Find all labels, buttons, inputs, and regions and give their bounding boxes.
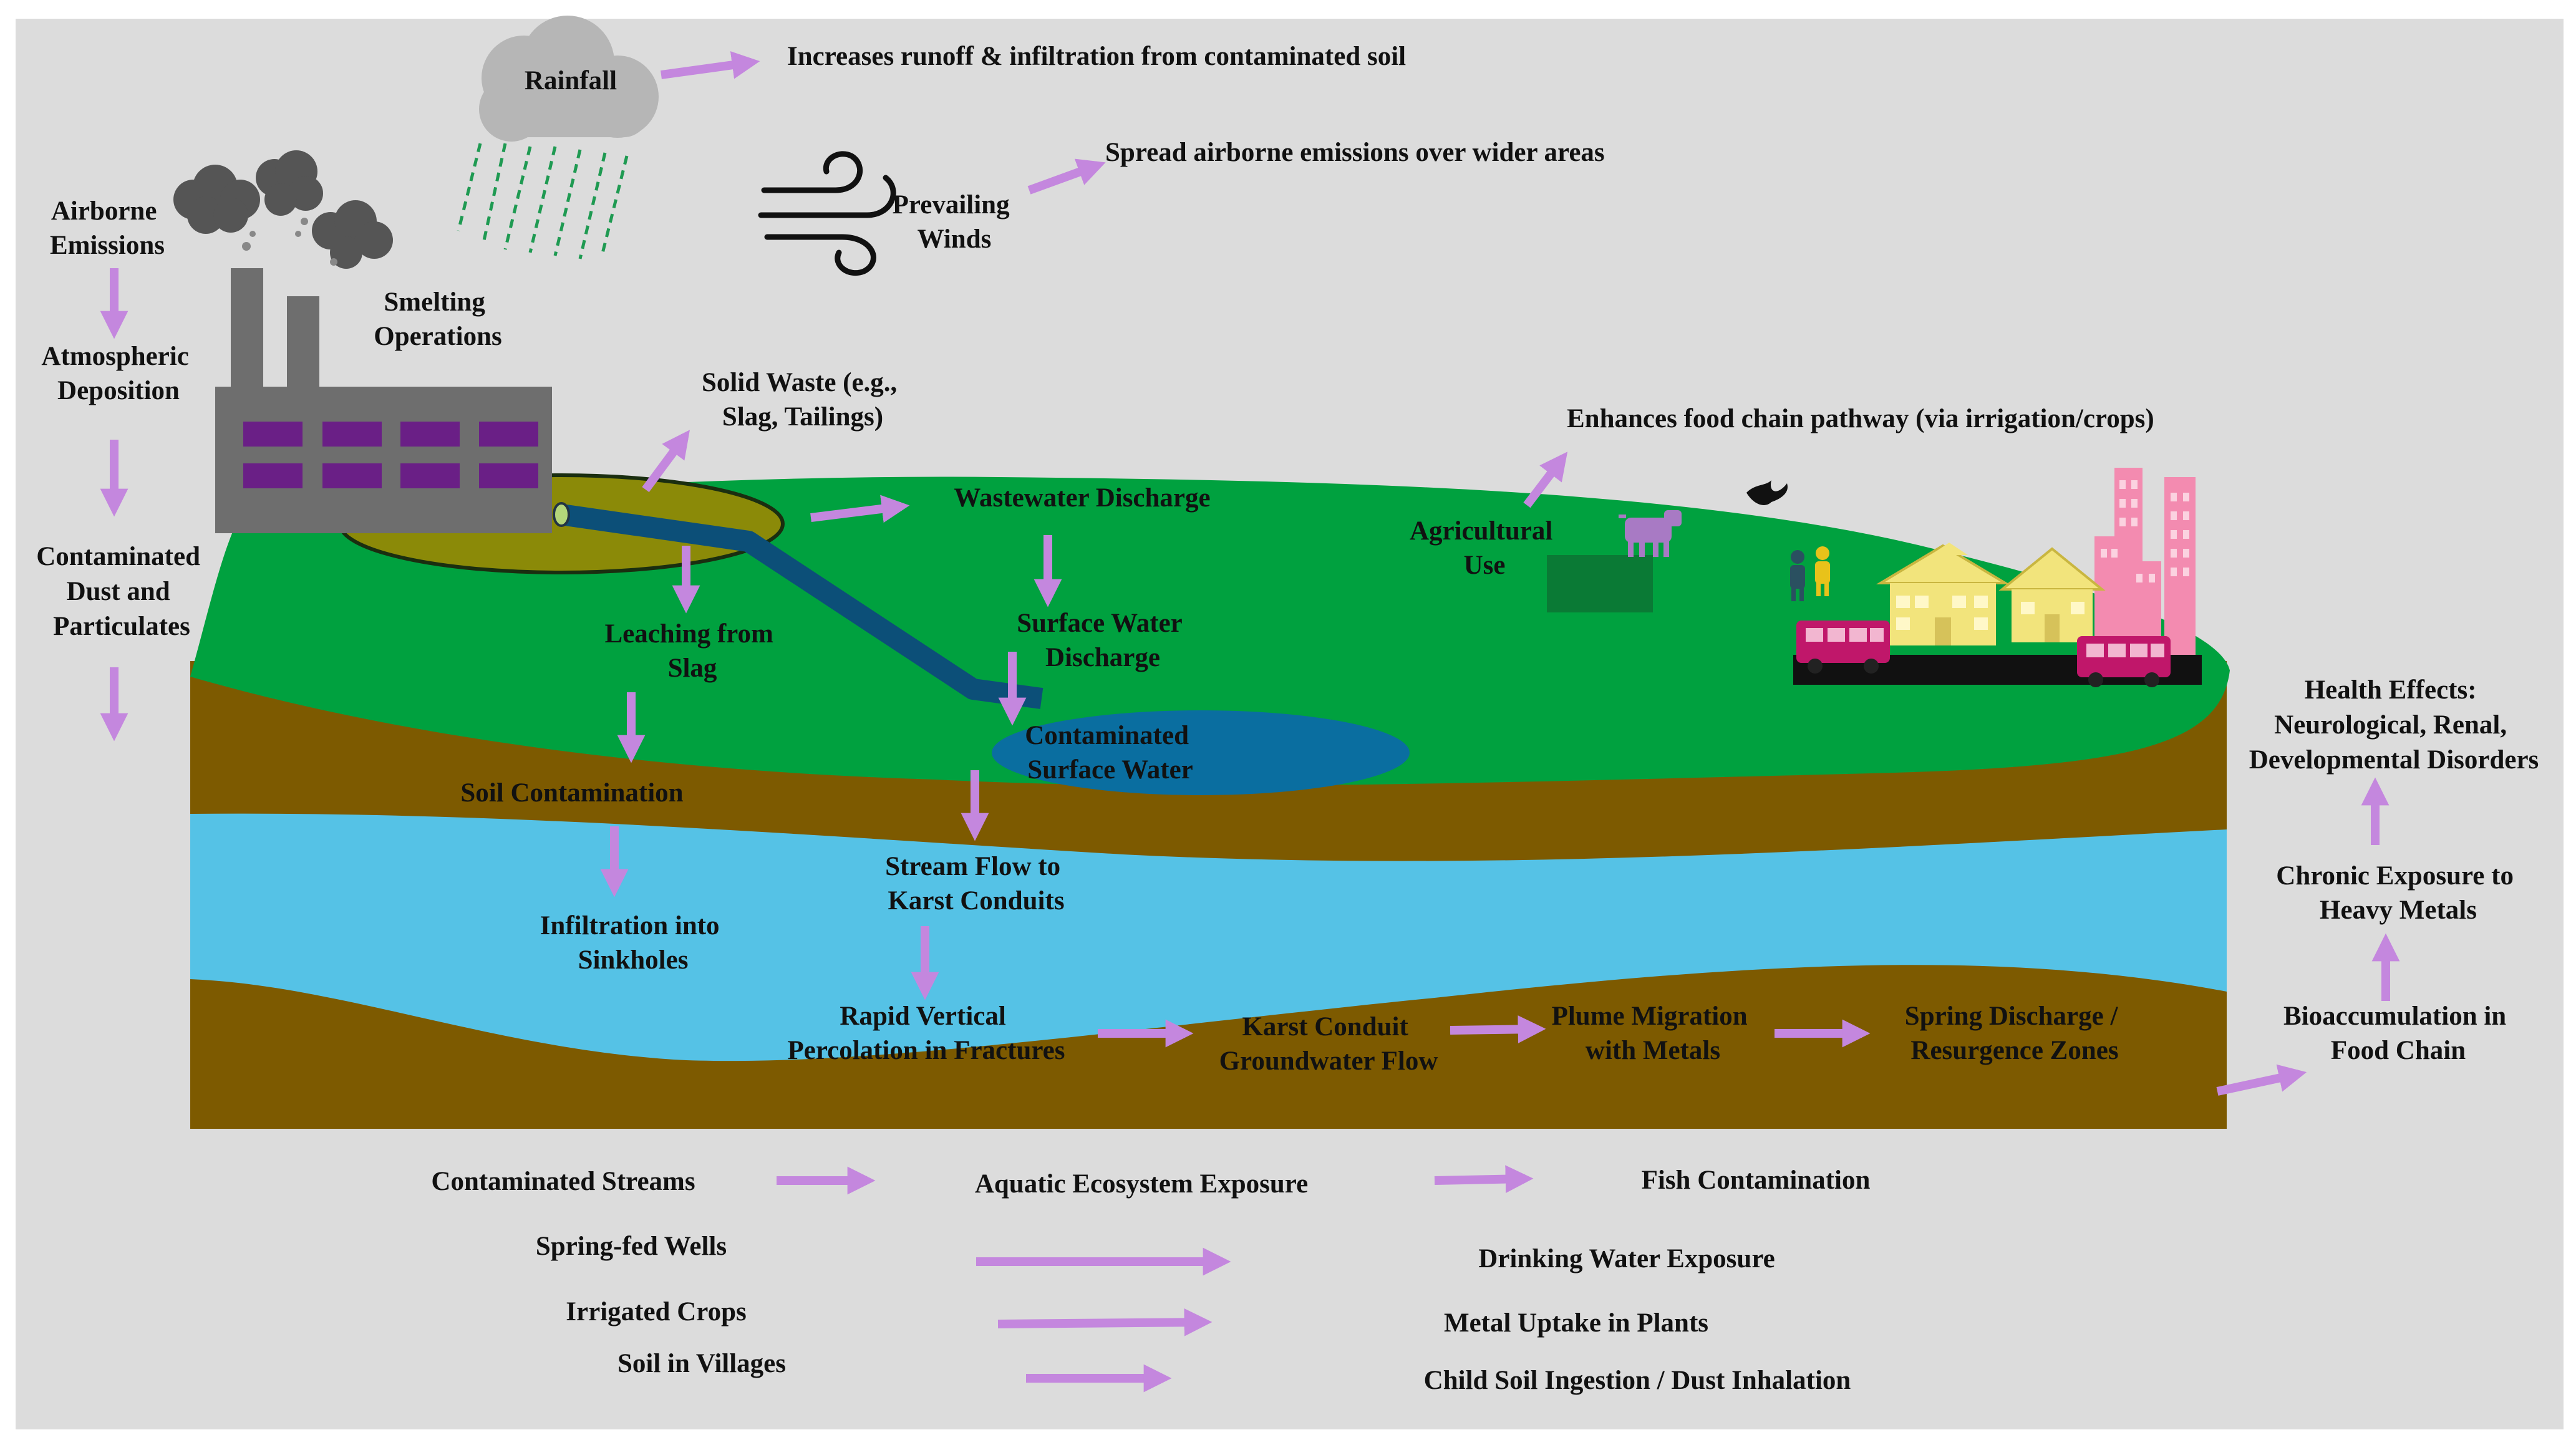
karst-conduit-label: Karst Conduit Groundwater Flow: [1219, 1012, 1438, 1076]
atmospheric-deposition-label: Atmospheric Deposition: [41, 342, 195, 405]
aquatic-ecosystem-label: Aquatic Ecosystem Exposure: [975, 1169, 1308, 1199]
prevailing-winds-label: Prevailing Winds: [893, 190, 1017, 254]
rain-icon: [457, 143, 629, 259]
contaminated-surface-water-label: Contaminated Surface Water: [1025, 721, 1196, 785]
cloud-icon: [479, 16, 659, 142]
pipe-icon: [559, 504, 1043, 709]
rapid-percolation-label: Rapid Vertical Percolation in Fractures: [787, 1002, 1065, 1065]
town-scene: [1793, 468, 2202, 687]
irrigated-crops-label: Irrigated Crops: [566, 1297, 746, 1327]
soil-contamination-label: Soil Contamination: [460, 778, 683, 808]
plume-migration-label: Plume Migration with Metals: [1552, 1002, 1755, 1065]
factory-icon: [215, 268, 552, 533]
smoke-puffs: [242, 218, 337, 266]
landscape-cross-section: [190, 473, 2230, 1129]
metal-uptake-label: Metal Uptake in Plants: [1444, 1308, 1708, 1338]
flow-arrows: [100, 51, 2400, 1393]
people-icon: [1790, 546, 1830, 601]
soil-in-villages-label: Soil in Villages: [617, 1349, 786, 1378]
food-chain-pathway-label: Enhances food chain pathway (via irrigat…: [1567, 404, 2154, 433]
arrow-winds: [1027, 158, 1106, 195]
building-windows: [2101, 480, 2189, 582]
bus-icon: [1796, 621, 1890, 674]
karst-aquifer-layer: [190, 813, 2227, 1061]
crop-field: [1547, 555, 1653, 612]
smoke-icon: [173, 150, 393, 269]
arrow-rainfall: [661, 51, 760, 79]
health-effects-label: Health Effects: Neurological, Renal, Dev…: [2249, 675, 2539, 775]
building-icon: [2094, 468, 2196, 655]
arrow-aquatic-to-fish: [1434, 1165, 1534, 1194]
contaminated-streams-label: Contaminated Streams: [431, 1167, 695, 1196]
spring-discharge-label: Spring Discharge / Resurgence Zones: [1905, 1002, 2124, 1065]
wastewater-discharge-label: Wastewater Discharge: [954, 483, 1210, 513]
arrow-solid-waste: [642, 430, 690, 493]
house-icon: [1876, 543, 2106, 645]
spring-fed-wells-label: Spring-fed Wells: [536, 1232, 727, 1261]
arrow-conduit-to-plume: [1450, 1015, 1546, 1043]
arrow-crops-to-plants: [997, 1308, 1213, 1336]
leaching-from-slag-label: Leaching from Slag: [604, 619, 780, 683]
bioaccumulation-label: Bioaccumulation in Food Chain: [2283, 1002, 2513, 1065]
agricultural-use-label: Agricultural Use: [1410, 516, 1559, 580]
infiltration-sinkholes-label: Infiltration into Sinkholes: [540, 911, 727, 975]
wind-icon: [758, 151, 896, 276]
stream-flow-label: Stream Flow to Karst Conduits: [885, 852, 1067, 916]
cow-icon: [1619, 510, 1682, 557]
smelting-operations-label: Smelting Operations: [374, 288, 501, 351]
text-labels: Rainfall Increases runoff & infiltration…: [36, 42, 2539, 1395]
contaminated-surface-water-pond: [992, 710, 1410, 795]
chronic-exposure-label: Chronic Exposure to Heavy Metals: [2276, 861, 2520, 925]
solid-waste-label: Solid Waste (e.g., Slag, Tailings): [702, 368, 904, 432]
child-ingestion-label: Child Soil Ingestion / Dust Inhalation: [1424, 1366, 1851, 1395]
contaminated-dust-label: Contaminated Dust and Particulates: [36, 542, 207, 641]
airborne-emissions-label: Airborne Emissions: [50, 196, 165, 260]
drinking-water-label: Drinking Water Exposure: [1478, 1244, 1775, 1273]
arrow-agriculture-to-foodchain: [1523, 452, 1568, 508]
rainfall-label: Rainfall: [525, 66, 617, 95]
surface-water-discharge-label: Surface Water Discharge: [1017, 609, 1188, 672]
winds-effect-label: Spread airborne emissions over wider are…: [1105, 138, 1605, 167]
bird-icon: [1746, 480, 1788, 505]
rainfall-effect-label: Increases runoff & infiltration from con…: [787, 42, 1406, 71]
fish-contamination-label: Fish Contamination: [1642, 1166, 1871, 1195]
arrow-wastewater: [810, 495, 910, 523]
pipe-outlet: [553, 502, 570, 527]
bus-icon: [2077, 636, 2171, 687]
arrow-spring-to-bioaccumulation: [2216, 1064, 2307, 1096]
